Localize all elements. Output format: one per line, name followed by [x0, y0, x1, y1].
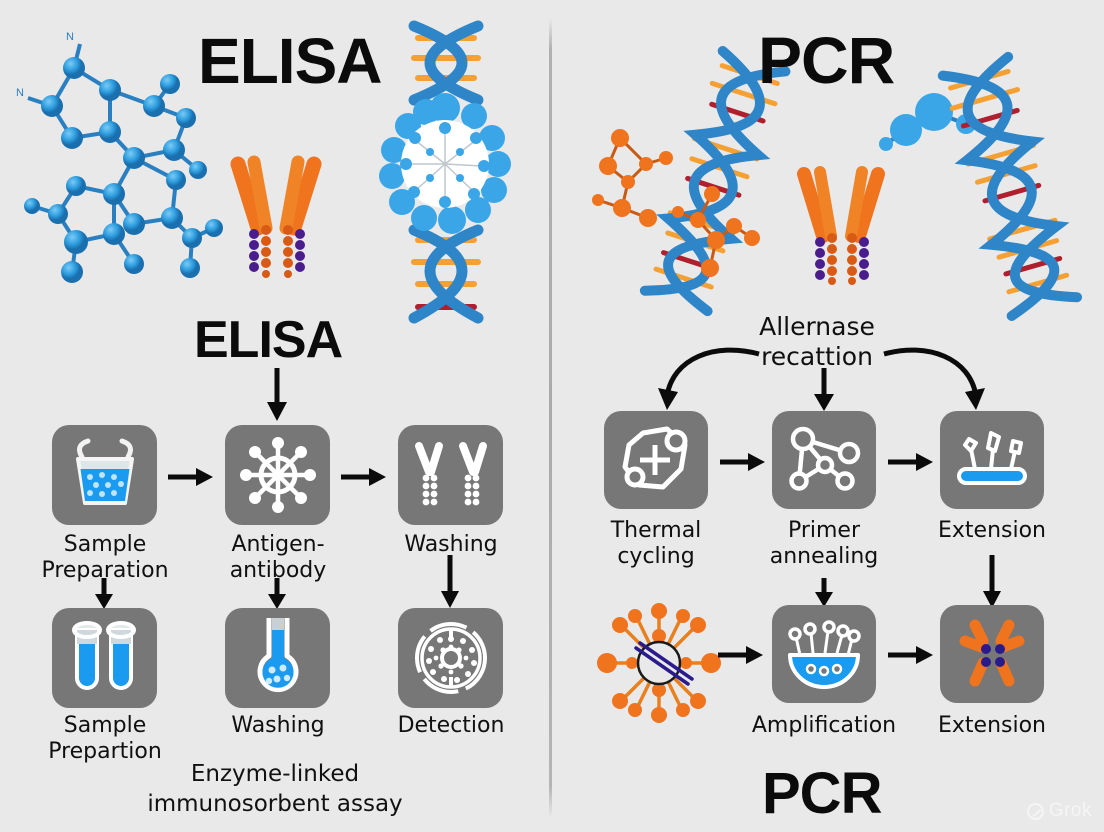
elisa-step-icon-sample-preparation[interactable]: [52, 425, 157, 525]
elisa-header-title: ELISA: [198, 25, 382, 97]
svg-text:N: N: [66, 31, 74, 43]
elisa-label-washing-bottom: Washing: [231, 713, 325, 738]
curved-arrow-left: [655, 346, 765, 414]
pcr-label-thermal-cycling: Thermal cycling: [610, 518, 702, 569]
arrow-right-pcr-2: [888, 451, 934, 473]
grok-watermark-text: Grok: [1048, 800, 1092, 821]
elisa-step-icon-washing-bottom[interactable]: [225, 608, 330, 708]
pcr-step-icon-primer-annealing[interactable]: [772, 411, 876, 509]
elisa-step-icon-antigen-antibody[interactable]: [225, 425, 330, 525]
curved-arrow-right: [878, 346, 988, 414]
arrow-down-elisa-title: [262, 368, 292, 423]
antigen-virus-icon: [238, 435, 318, 515]
arrow-down-primer: [810, 368, 838, 412]
dna-helix-right: [937, 51, 1090, 321]
pcr-step-icon-amplification[interactable]: [772, 605, 876, 703]
elisa-label-sample-prepartion: Sample Prepartion: [48, 713, 162, 764]
antibody-y-shape: [222, 150, 332, 280]
dna-helix-with-cell: [370, 20, 520, 324]
arrow-right-pcr-4: [888, 644, 934, 666]
arrow-down-sample-prep: [92, 578, 116, 610]
beaker-with-droplets-icon: [66, 438, 144, 511]
pcr-label-amplification: Amplification: [751, 713, 897, 738]
pcr-label-extension-bottom: Extension: [937, 713, 1046, 738]
elisa-step-icon-washing-top[interactable]: [398, 425, 503, 525]
elisa-label-detection: Detection: [397, 713, 505, 738]
arrow-right-pcr-3: [718, 644, 764, 666]
extension-strand-icon: [953, 429, 1031, 491]
pcr-cycle-label: Allernase recattion: [759, 312, 875, 371]
elisa-label-washing-top: Washing: [404, 532, 498, 557]
arrow-right-2: [341, 466, 387, 488]
molecule-structure-orange: [592, 128, 762, 288]
elisa-step-icon-detection[interactable]: [398, 608, 503, 708]
svg-text:N: N: [16, 87, 24, 99]
test-tubes-icon: [69, 620, 141, 696]
pcr-step-icon-thermal-cycling[interactable]: [604, 411, 708, 509]
grok-watermark: Grok: [1026, 800, 1092, 822]
elisa-section-title: ELISA: [194, 311, 343, 369]
pcr-label-extension-top: Extension: [937, 518, 1046, 543]
panel-divider: [549, 18, 552, 818]
elisa-label-antigen-antibody: Antigen- antibody: [229, 532, 327, 583]
arrow-down-antigen: [265, 578, 289, 610]
pcr-header-title: PCR: [758, 23, 895, 97]
thermal-cycling-icon: [619, 423, 693, 497]
microplate-well-icon: [412, 619, 490, 697]
arrow-right-1: [168, 466, 214, 488]
amplification-bowl-icon: [784, 617, 864, 691]
arrow-down-amplification: [812, 578, 836, 608]
antibody-y-shape-pcr: [790, 162, 894, 286]
round-bottom-flask-icon: [245, 616, 311, 700]
arrow-down-extension: [979, 555, 1005, 609]
arrow-right-pcr-1: [720, 451, 766, 473]
primer-network-icon: [787, 425, 861, 495]
pcr-step-icon-extension-top[interactable]: [940, 411, 1044, 509]
elisa-label-sample-preparation: Sample Preparation: [41, 532, 169, 583]
orange-virus-particle-icon: [596, 600, 722, 726]
pcr-label-primer-annealing: Primer annealing: [769, 518, 879, 569]
pcr-footer-title: PCR: [762, 761, 882, 826]
elisa-step-icon-sample-prepartion[interactable]: [52, 608, 157, 708]
arrow-down-washing: [437, 555, 463, 609]
antibody-pair-icon: [413, 438, 489, 512]
grok-logo-icon: [1026, 802, 1044, 820]
extension-starburst-icon: [953, 617, 1031, 691]
elisa-caption: Enzyme-linked immunosorbent assay: [147, 761, 403, 817]
pcr-step-icon-extension-bottom[interactable]: [940, 605, 1044, 703]
